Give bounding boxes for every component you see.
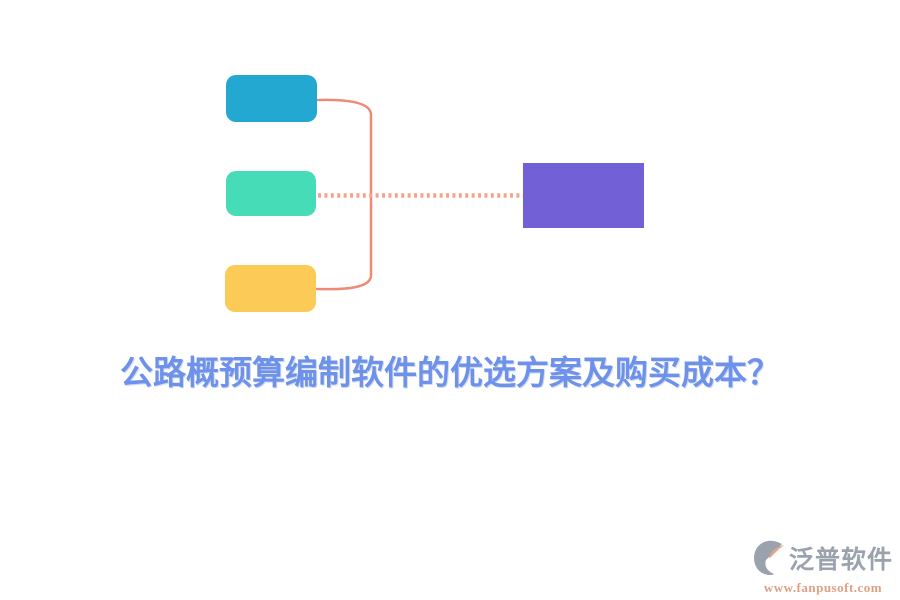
page-title: 公路概预算编制软件的优选方案及购买成本？ — [120, 356, 780, 392]
brand-url: www.fanpusoft.com — [763, 580, 883, 595]
brand-watermark: 泛普软件 www.fanpusoft.com — [753, 540, 893, 594]
diagram-node-result — [523, 163, 644, 228]
fanpu-logo-icon — [753, 540, 787, 580]
brand-name: 泛普软件 — [789, 546, 894, 574]
diagram-node-bottom — [225, 265, 316, 312]
diagram-node-middle — [226, 171, 316, 216]
diagram-node-top — [226, 75, 317, 122]
